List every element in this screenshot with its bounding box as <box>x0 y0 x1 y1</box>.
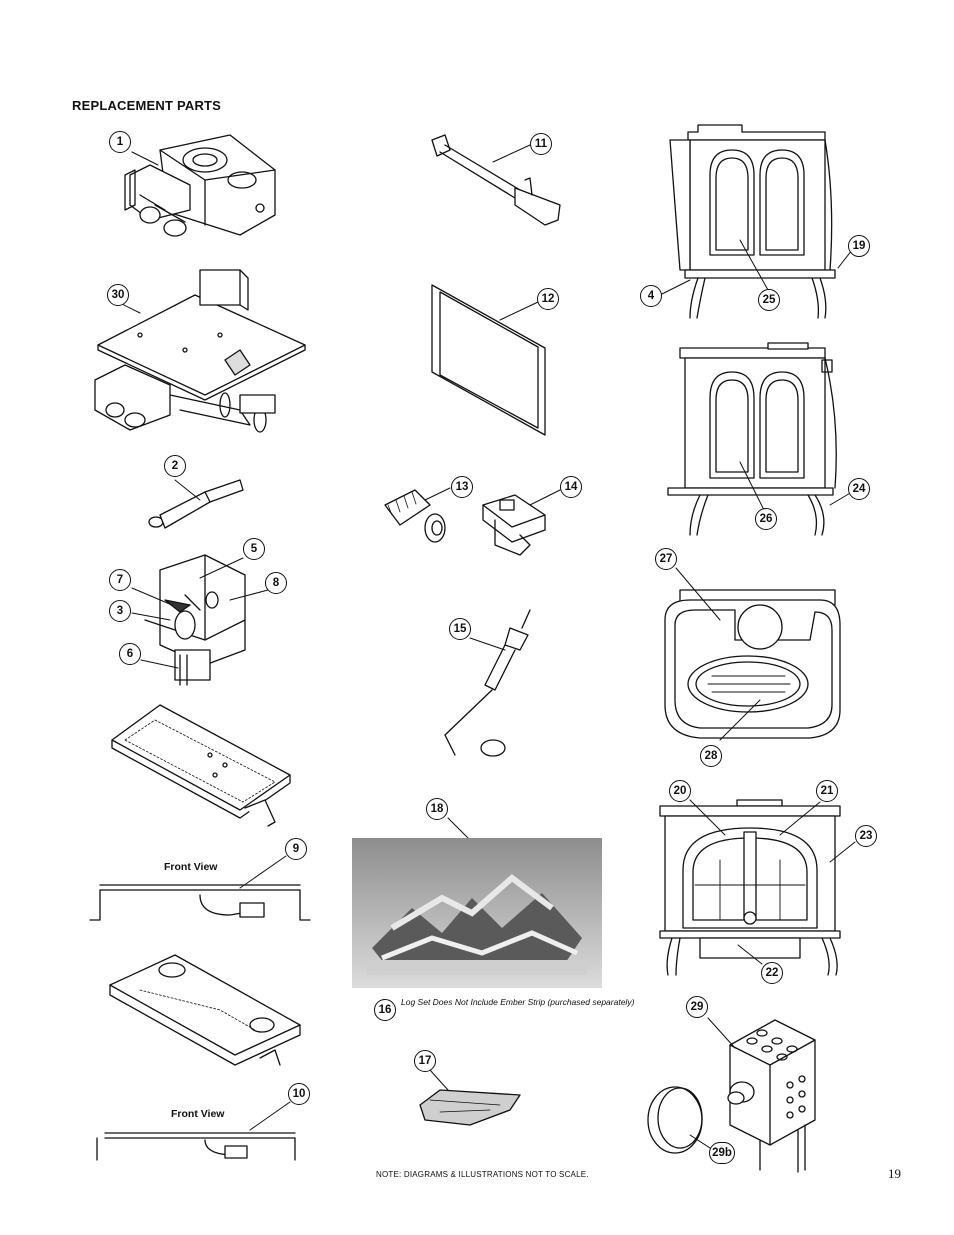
callout-19: 19 <box>848 235 870 257</box>
stove-part-26 <box>667 342 853 536</box>
callout-25: 25 <box>758 289 780 311</box>
gas-valve-part-1 <box>124 134 276 237</box>
front-view-label-9: Front View <box>164 861 218 873</box>
callout-23: 23 <box>855 825 877 847</box>
control-box-part-29 <box>647 1017 816 1173</box>
switch-part-14 <box>482 489 561 556</box>
callout-9: 9 <box>285 838 307 860</box>
thermocouple-part-2 <box>148 479 244 529</box>
log-set-caption: Log Set Does Not Include Ember Strip (pu… <box>401 997 635 1007</box>
callout-24: 24 <box>848 478 870 500</box>
callout-18: 18 <box>426 798 448 820</box>
callout-22: 22 <box>761 962 783 984</box>
callout-5: 5 <box>243 538 265 560</box>
stove-part-4 <box>661 124 853 319</box>
page-title: REPLACEMENT PARTS <box>72 98 222 113</box>
scale-note: NOTE: DIAGRAMS & ILLUSTRATIONS NOT TO SC… <box>376 1170 589 1179</box>
callout-16: 16 <box>374 999 396 1021</box>
log-set-photo <box>352 838 602 988</box>
callout-7: 7 <box>109 569 131 591</box>
callout-14: 14 <box>560 476 582 498</box>
callout-17: 17 <box>414 1050 436 1072</box>
pilot-assembly-parts-3-8 <box>131 554 269 686</box>
callout-29b: 29b <box>709 1142 735 1164</box>
callout-4: 4 <box>640 285 662 307</box>
igniter-part-15 <box>444 609 531 757</box>
callout-1: 1 <box>109 131 131 153</box>
callout-2: 2 <box>164 455 186 477</box>
stove-front-part-20 <box>659 799 856 976</box>
page-number: 19 <box>888 1166 901 1181</box>
leader-line-18 <box>447 817 471 841</box>
callout-30: 30 <box>107 284 129 306</box>
callout-15: 15 <box>449 618 471 640</box>
callout-11: 11 <box>530 133 552 155</box>
callout-10: 10 <box>288 1083 310 1105</box>
burner-plate-part-10 <box>96 954 301 1161</box>
callout-3: 3 <box>109 600 131 622</box>
callout-13: 13 <box>451 476 473 498</box>
callout-27: 27 <box>655 548 677 570</box>
pilot-tube-part-11 <box>431 134 561 226</box>
ember-part-17 <box>419 1069 521 1126</box>
fitting-part-13 <box>384 487 451 543</box>
stove-top-part-27 <box>664 567 841 741</box>
callout-8: 8 <box>265 572 287 594</box>
gasket-part-12 <box>431 284 546 436</box>
callout-29: 29 <box>686 996 708 1018</box>
burner-plate-part-9 <box>89 704 311 921</box>
callout-20: 20 <box>669 780 691 802</box>
front-view-label-10: Front View <box>171 1108 225 1120</box>
callout-12: 12 <box>537 288 559 310</box>
callout-28: 28 <box>700 745 722 767</box>
callout-26: 26 <box>755 508 777 530</box>
callout-21: 21 <box>816 780 838 802</box>
valve-assembly-part-30 <box>94 269 306 433</box>
callout-6: 6 <box>119 643 141 665</box>
